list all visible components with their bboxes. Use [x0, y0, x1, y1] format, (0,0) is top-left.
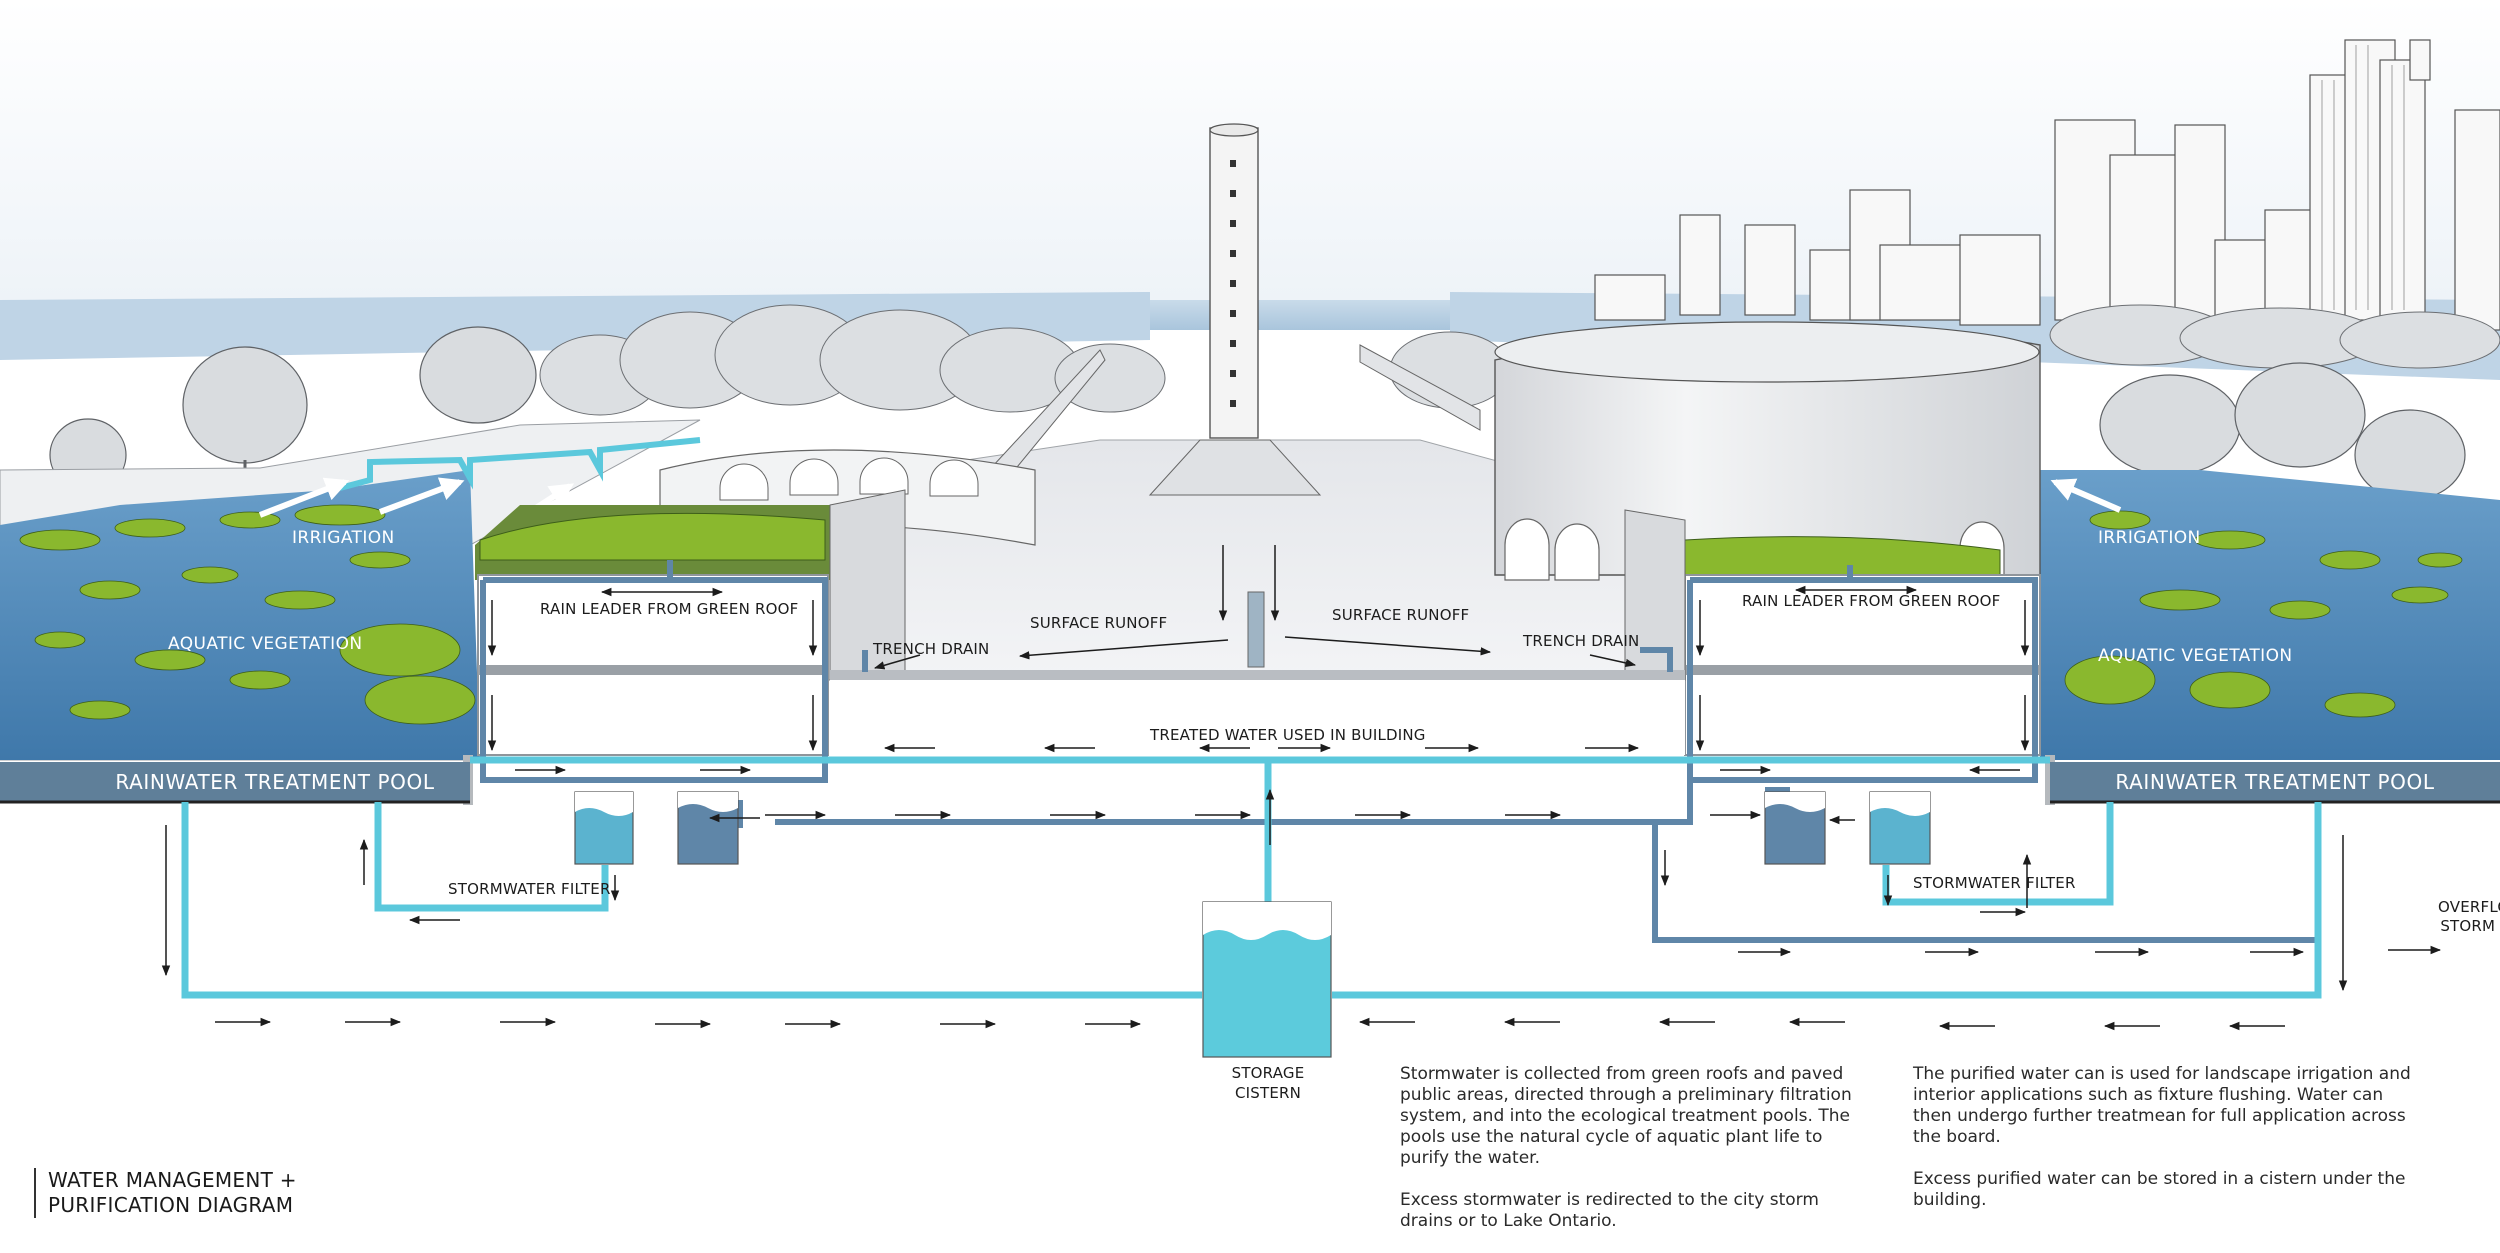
surface-runoff-label-right: SURFACE RUNOFF — [1332, 606, 1470, 624]
pool-left — [0, 470, 480, 760]
pool-label-right: RAINWATER TREATMENT POOL — [2115, 770, 2435, 794]
cistern-label: STORAGE CISTERN — [1228, 1063, 1308, 1103]
overflow-label-line2: STORM DRAIN — [2440, 917, 2500, 935]
treated-water-pipes — [181, 756, 2322, 999]
description-col2-p2: Excess purified water can be stored in a… — [1913, 1169, 2406, 1210]
aquatic-vegetation-label-right: AQUATIC VEGETATION — [2098, 646, 2293, 666]
pool-label-left: RAINWATER TREATMENT POOL — [115, 770, 435, 794]
overflow-label: OVERFLOW TO STORM DRAIN — [2438, 898, 2500, 936]
storage-cistern — [1202, 901, 1332, 1058]
title-line-1: WATER MANAGEMENT + — [48, 1168, 297, 1192]
trench-drain-label-right: TRENCH DRAIN — [1523, 632, 1640, 650]
rain-leader-label-left: RAIN LEADER FROM GREEN ROOF — [540, 600, 799, 618]
title-line-2: PURIFICATION DIAGRAM — [48, 1193, 294, 1217]
skyline — [1594, 39, 2500, 331]
description-col1-p2: Excess stormwater is redirected to the c… — [1400, 1190, 1819, 1231]
flow-arrows — [161, 545, 2442, 1031]
cistern-label-line2: CISTERN — [1234, 1084, 1302, 1102]
treated-water-label: TREATED WATER USED IN BUILDING — [1150, 726, 1426, 744]
building-section-left — [463, 489, 906, 805]
description-col1-p1: Stormwater is collected from green roofs… — [1400, 1064, 1852, 1168]
description-column-1: Stormwater is collected from green roofs… — [1400, 1064, 1870, 1253]
stormwater-filter-label-left: STORMWATER FILTER — [448, 880, 611, 898]
rain-leader-label-right: RAIN LEADER FROM GREEN ROOF — [1742, 592, 2001, 610]
filter-tanks — [574, 791, 1931, 865]
diagram-title: WATER MANAGEMENT + PURIFICATION DIAGRAM — [34, 1168, 297, 1218]
surface-runoff-label-left: SURFACE RUNOFF — [1030, 614, 1168, 632]
description-col2-p1: The purified water can is used for lands… — [1913, 1064, 2411, 1147]
tower — [1148, 123, 1322, 496]
cistern-label-line1: STORAGE — [1231, 1064, 1305, 1082]
irrigation-label-left: IRRIGATION — [292, 528, 395, 548]
tree-line — [539, 304, 2500, 416]
building-section-right — [1624, 509, 2055, 805]
stormwater-filter-label-right: STORMWATER FILTER — [1913, 874, 2076, 892]
irrigation-label-right: IRRIGATION — [2098, 528, 2201, 548]
description-column-2: The purified water can is used for lands… — [1913, 1064, 2413, 1232]
pool-right — [2040, 470, 2500, 760]
aquatic-vegetation-label-left: AQUATIC VEGETATION — [168, 634, 363, 654]
trench-drain-label-left: TRENCH DRAIN — [873, 640, 990, 658]
overflow-label-line1: OVERFLOW TO — [2438, 898, 2500, 916]
